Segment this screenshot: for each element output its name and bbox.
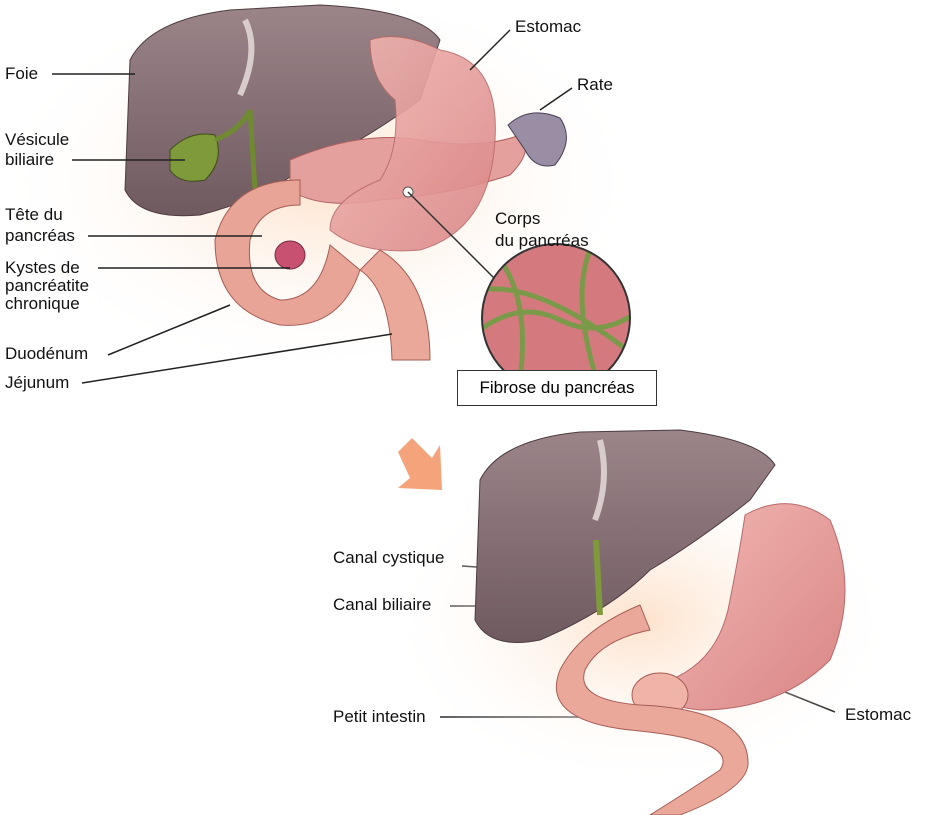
gallbladder — [169, 133, 219, 182]
jejunum — [359, 249, 431, 361]
liver-after — [474, 429, 776, 643]
label-jejunum: Jéjunum — [5, 373, 70, 392]
bottom-anatomy — [380, 429, 900, 815]
fibrosis-inset — [482, 244, 630, 392]
label-vesicule-1: Vésicule — [5, 130, 70, 149]
label-duodenum: Duodénum — [5, 344, 89, 363]
label-tete-2: pancréas — [5, 226, 75, 245]
label-canal-biliaire: Canal biliaire — [333, 595, 432, 614]
label-estomac-top: Estomac — [515, 17, 582, 36]
label-corps-2: du pancréas — [495, 231, 589, 250]
label-kystes-2: pancréatite — [5, 276, 90, 295]
arrow-down-right-icon — [398, 438, 442, 490]
label-estomac-bottom: Estomac — [845, 705, 912, 724]
label-kystes-1: Kystes de — [5, 258, 80, 277]
label-foie: Foie — [5, 64, 39, 83]
stomach — [329, 36, 496, 252]
label-tete-1: Tête du — [5, 205, 63, 224]
small-intestine — [555, 604, 749, 815]
label-petit-intestin: Petit intestin — [333, 707, 426, 726]
stomach-after — [663, 503, 846, 711]
label-kystes-3: chronique — [5, 294, 80, 313]
top-anatomy — [0, 0, 650, 393]
label-canal-cystique: Canal cystique — [333, 548, 445, 567]
duodenum — [214, 179, 361, 326]
spleen — [507, 112, 567, 167]
inset-caption: Fibrose du pancréas — [457, 370, 657, 406]
bile-duct — [593, 539, 603, 616]
label-rate: Rate — [577, 75, 613, 94]
label-vesicule-2: biliaire — [5, 150, 55, 169]
label-corps-1: Corps — [495, 209, 541, 228]
